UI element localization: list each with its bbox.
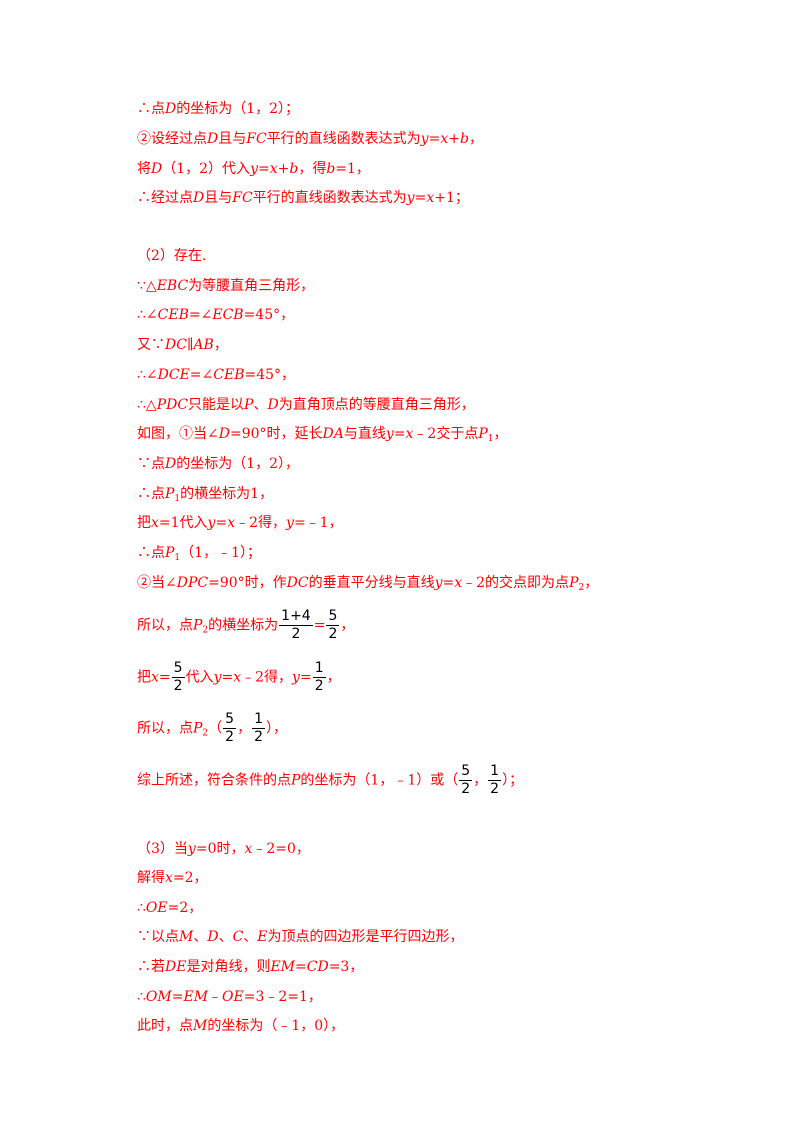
line-4: ∴经过点D且与FC平行的直线函数表达式为y=x+1； <box>137 190 469 206</box>
line-13: ∴点P1的横坐标为1， <box>137 486 274 504</box>
line-22: 解得x=2， <box>137 870 208 886</box>
line-25: ∴若DE是对角线，则EM=CD=3， <box>137 959 364 975</box>
line-14: 把x=1代入y=x﹣2得，y=﹣1， <box>137 515 343 531</box>
line-5: （2）存在. <box>137 248 207 264</box>
line-1: ∴点D的坐标为（1，2）； <box>137 101 300 117</box>
line-7: ∴∠CEB=∠ECB=45°， <box>137 307 295 323</box>
line-24: ∵以点M、D、C、E为顶点的四边形是平行四边形， <box>137 929 464 945</box>
line-12: ∵点D的坐标为（1，2）， <box>137 456 300 472</box>
line-10: ∴△PDC只能是以P、D为直角顶点的等腰直角三角形， <box>137 397 475 413</box>
line-9: ∴∠DCE=∠CEB=45°， <box>137 367 296 383</box>
line-23: ∴OE=2， <box>137 900 203 916</box>
line-27: 此时，点M的坐标为（﹣1，0）， <box>137 1018 345 1034</box>
line-21: （3）当y=0时，x﹣2=0， <box>137 841 310 857</box>
line-6: ∵△EBC为等腰直角三角形， <box>137 278 315 294</box>
line-11: 如图，①当∠D=90°时，延长DA与直线y=x﹣2交于点P1， <box>137 426 508 444</box>
line-2: ②设经过点D且与FC平行的直线函数表达式为y=x+b， <box>137 131 483 147</box>
line-26: ∴OM=EM﹣OE=3﹣2=1， <box>137 989 322 1005</box>
line-15: ∴点P1（1，﹣1）； <box>137 545 261 563</box>
line-8: 又∵DC∥AB， <box>137 337 228 353</box>
line-3: 将D（1，2）代入y=x+b，得b=1， <box>137 161 370 177</box>
line-16: ②当∠DPC=90°时，作DC的垂直平分线与直线y=x﹣2的交点即为点P2， <box>137 575 599 593</box>
